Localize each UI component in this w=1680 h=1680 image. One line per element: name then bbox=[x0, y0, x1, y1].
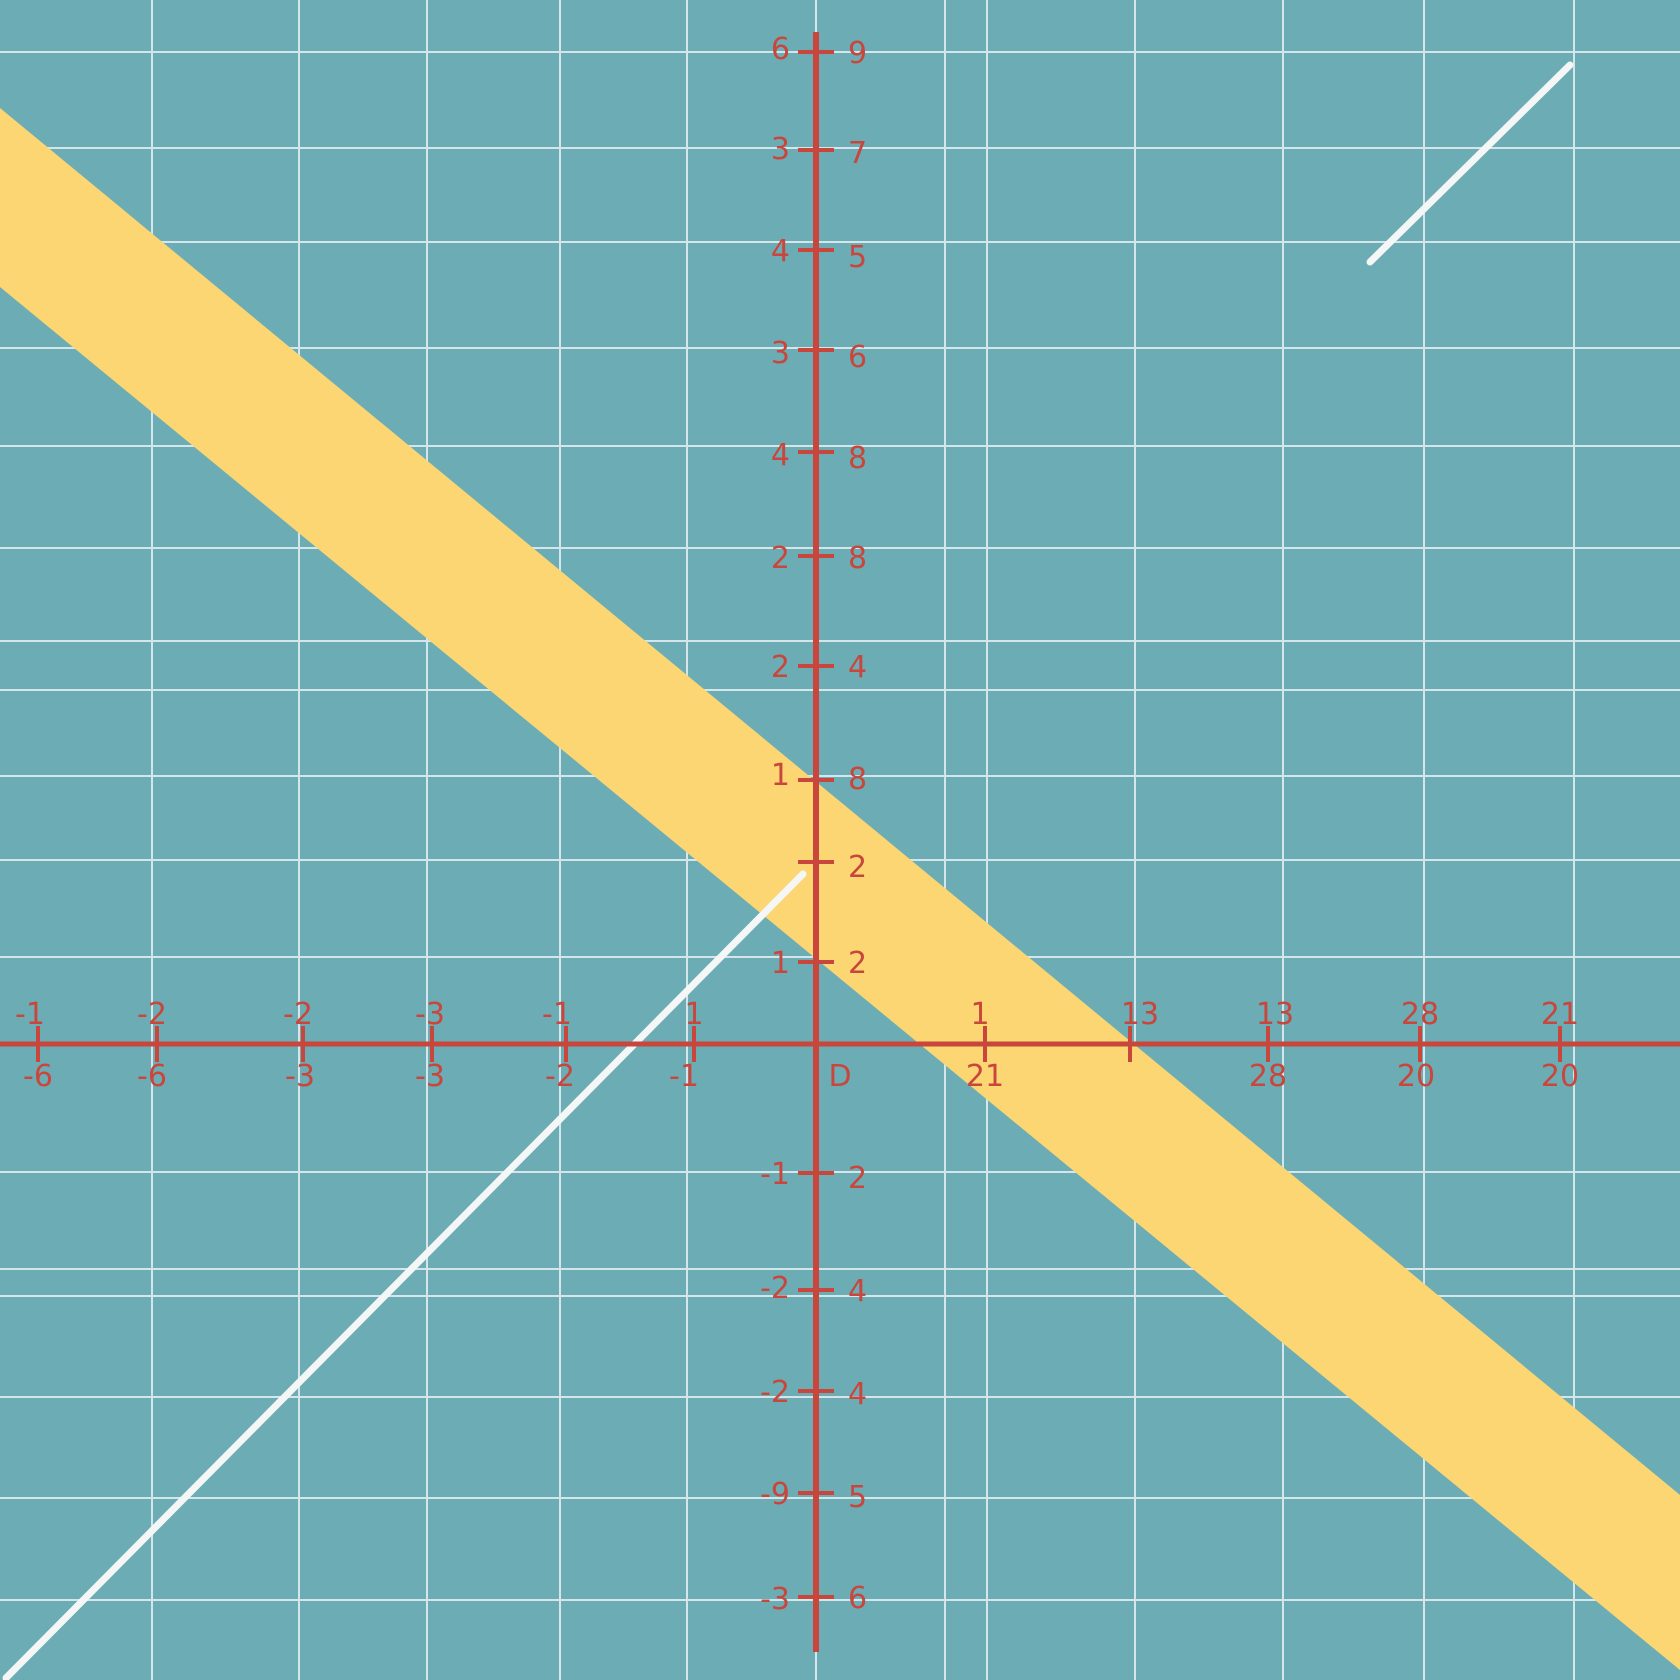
x-axis-top-label: -1 bbox=[15, 997, 45, 1032]
y-axis-left-label: 1 bbox=[771, 946, 790, 981]
y-axis-right-label: 2 bbox=[848, 1161, 867, 1196]
x-axis-top-label: 21 bbox=[1541, 997, 1579, 1032]
x-axis-top-label: 13 bbox=[1256, 997, 1294, 1032]
x-axis-bottom-label: -3 bbox=[415, 1059, 445, 1094]
y-axis-right-label: 8 bbox=[848, 441, 867, 476]
x-axis-bottom-label: 20 bbox=[1541, 1059, 1579, 1094]
y-axis-right-label: 7 bbox=[848, 136, 867, 171]
y-axis-left-label: 3 bbox=[771, 336, 790, 371]
axis-ticks bbox=[36, 50, 1562, 1599]
y-axis-right-label: 4 bbox=[848, 650, 867, 685]
y-axis-right-label: 9 bbox=[848, 36, 867, 71]
y-axis-right-label: 8 bbox=[848, 762, 867, 797]
x-axis-top-label: 1 bbox=[684, 997, 703, 1032]
x-axis-top-label: -2 bbox=[137, 997, 167, 1032]
y-axis-left-label: -2 bbox=[760, 1375, 790, 1410]
y-axis-left-label: 4 bbox=[771, 234, 790, 269]
y-axis-left-label: -1 bbox=[760, 1157, 790, 1192]
yellow-diagonal-band bbox=[0, 108, 1680, 1670]
y-axis-right-label: 2 bbox=[848, 850, 867, 885]
x-axis-bottom-label: -2 bbox=[545, 1059, 575, 1094]
x-axis-bottom-label: -3 bbox=[285, 1059, 315, 1094]
y-axis-right-label: 5 bbox=[848, 1480, 867, 1515]
x-axis-bottom-label: 20 bbox=[1397, 1059, 1435, 1094]
x-axis-bottom-label: 21 bbox=[966, 1059, 1004, 1094]
y-axis-right-label: 6 bbox=[848, 1581, 867, 1616]
y-axis-left-label: 4 bbox=[771, 438, 790, 473]
x-axis-top-label: 28 bbox=[1401, 997, 1439, 1032]
x-axis-bottom-label: -1 bbox=[669, 1059, 699, 1094]
white-line-lower-left bbox=[2, 870, 807, 1680]
y-axis-right-label: 8 bbox=[848, 541, 867, 576]
x-axis-bottom-label: -6 bbox=[137, 1059, 167, 1094]
y-axis-right-label: 2 bbox=[848, 946, 867, 981]
x-axis-top-label: -3 bbox=[415, 997, 445, 1032]
x-axis-top-label: 1 bbox=[970, 997, 989, 1032]
y-axis-left-label: -2 bbox=[760, 1271, 790, 1306]
y-axis-left-label: 2 bbox=[771, 541, 790, 576]
y-axis-left-label: 3 bbox=[771, 132, 790, 167]
y-axis-left-label: 2 bbox=[771, 650, 790, 685]
x-axis-bottom-label: -6 bbox=[23, 1059, 53, 1094]
y-axis-right-label: 4 bbox=[848, 1377, 867, 1412]
y-axis-right-label: 4 bbox=[848, 1274, 867, 1309]
origin-label: D bbox=[828, 1059, 851, 1094]
x-axis-top-label: -1 bbox=[542, 997, 572, 1032]
x-axis-bottom-label: 28 bbox=[1249, 1059, 1287, 1094]
y-axis-left-label: 6 bbox=[771, 32, 790, 67]
white-line-upper-right bbox=[1366, 61, 1574, 266]
y-axis-left-label: -3 bbox=[760, 1582, 790, 1617]
y-axis-right-label: 5 bbox=[848, 240, 867, 275]
y-axis-right-label: 6 bbox=[848, 340, 867, 375]
x-axis-top-label: -2 bbox=[283, 997, 313, 1032]
y-axis-left-label: -9 bbox=[760, 1477, 790, 1512]
y-axis-left-label: 1 bbox=[771, 758, 790, 793]
x-axis-top-label: 13 bbox=[1121, 997, 1159, 1032]
